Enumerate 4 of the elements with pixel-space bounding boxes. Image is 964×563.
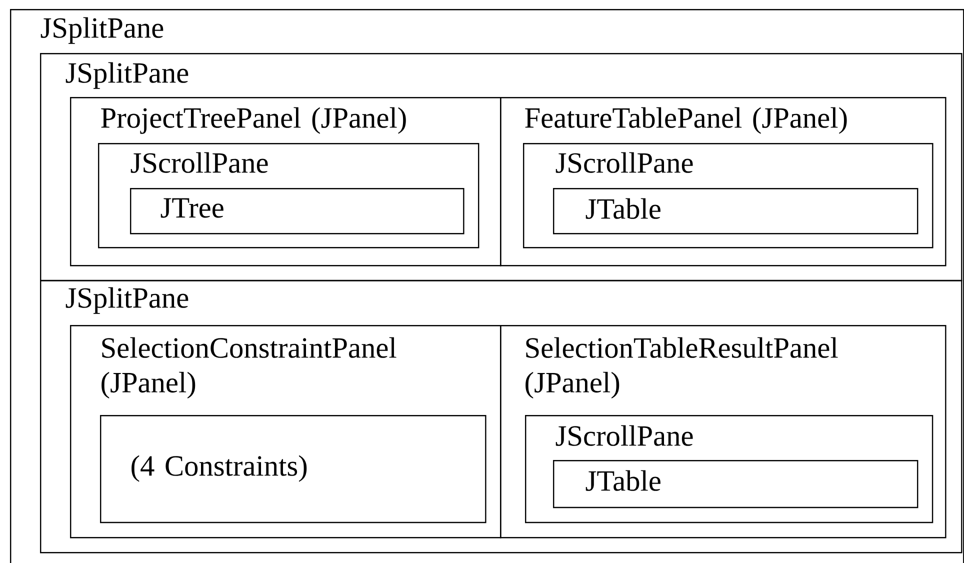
table-box: JTable	[553, 460, 918, 508]
tree-box: JTree	[130, 188, 464, 234]
table-box: JTable	[553, 188, 918, 234]
constraints-box: (4 Constraints)	[100, 415, 486, 524]
